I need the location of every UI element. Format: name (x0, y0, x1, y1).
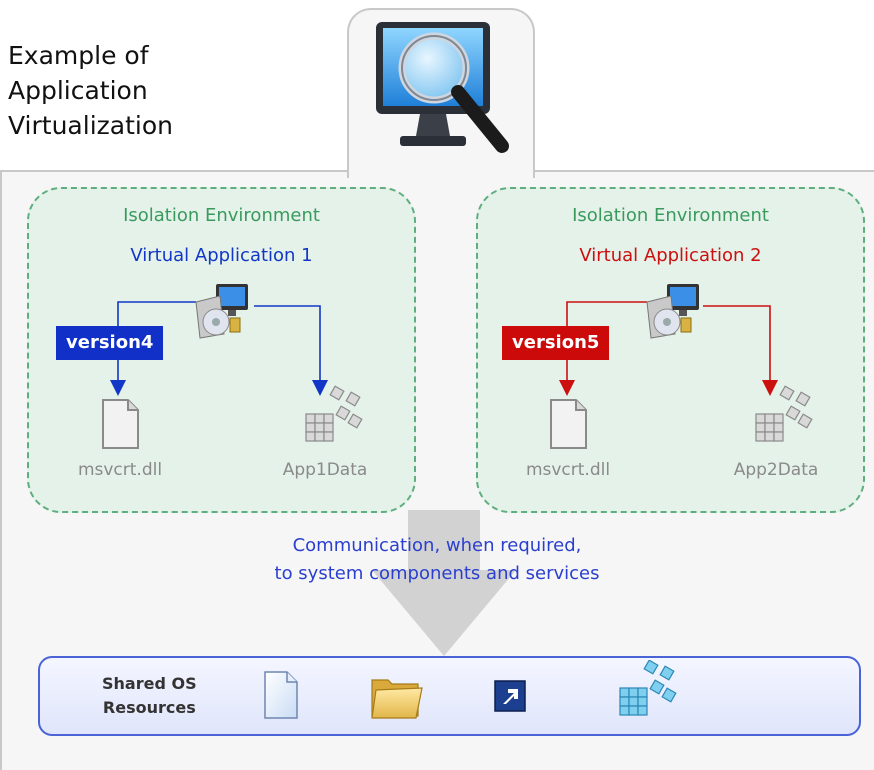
app1-data-icon (305, 385, 363, 442)
app1-installer-icon (195, 284, 248, 339)
app1-dll-file-icon (102, 399, 139, 449)
app1-dll-label: msvcrt.dll (77, 460, 163, 480)
app2-to-data-connector (703, 305, 778, 396)
app1-to-data-connector (254, 305, 328, 396)
version4-tag: version4 (56, 326, 164, 360)
title-line-3: Virtualization (8, 111, 173, 140)
app2-data-icon (755, 385, 813, 442)
communication-line-1: Communication, when required, (292, 535, 582, 556)
shortcut-icon (494, 680, 526, 712)
communication-text: Communication, when required, to system … (0, 532, 874, 588)
communication-line-2: to system components and services (274, 563, 600, 584)
shared-os-resources-label: Shared OS Resources (102, 674, 197, 717)
app2-dll-file-icon (550, 399, 587, 449)
isolation-environment-label: Isolation Environment (572, 205, 769, 226)
app2-data-label: App2Data (733, 460, 819, 480)
communication-arrow (372, 510, 516, 656)
isolation-environment-label: Isolation Environment (123, 205, 320, 226)
virtual-application-2-label: Virtual Application 2 (579, 245, 762, 266)
title-line-2: Application (8, 76, 148, 105)
version5-tag: version5 (502, 326, 610, 360)
shared-os-resources-box: Shared OS Resources (38, 656, 861, 736)
title-line-1: Example of (8, 41, 149, 70)
app1-data-label: App1Data (282, 460, 368, 480)
document-icon (264, 671, 298, 719)
folder-icon (371, 679, 423, 719)
monitor-magnifier-icon (376, 22, 509, 153)
registry-icon (619, 660, 677, 716)
app2-dll-label: msvcrt.dll (525, 460, 611, 480)
virtual-application-1-label: Virtual Application 1 (130, 245, 313, 266)
app2-installer-icon (646, 284, 699, 339)
diagram-title: Example of Application Virtualization (8, 38, 173, 143)
